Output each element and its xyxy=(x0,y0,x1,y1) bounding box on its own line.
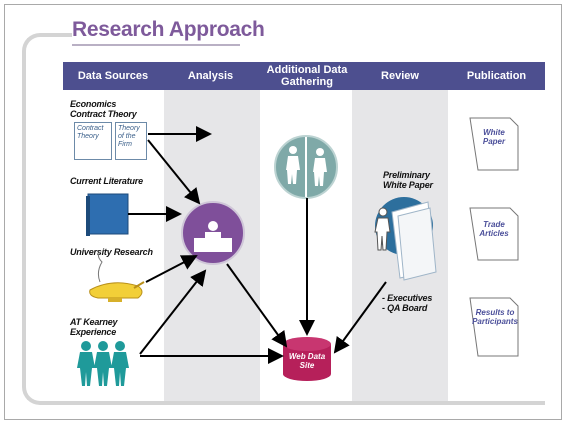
title-underline xyxy=(72,44,240,46)
data-gathering-icon xyxy=(274,135,338,199)
publication-documents xyxy=(469,117,519,357)
book-icon xyxy=(86,193,129,236)
decorative-bracket-bottom xyxy=(60,401,545,405)
source-theory-firm-box: Theory of the Firm xyxy=(115,122,147,160)
col-header-analysis: Analysis xyxy=(187,70,234,82)
analysis-icon xyxy=(181,201,245,265)
publication-white-paper: White Paper xyxy=(482,128,506,146)
source-contract-theory-box: Contract Theory xyxy=(74,122,112,160)
review-reviewers-label: - Executives - QA Board xyxy=(382,293,433,313)
database-icon xyxy=(283,337,331,381)
people-group-icon xyxy=(77,341,129,386)
col-header-data-sources: Data Sources xyxy=(77,70,149,82)
source-university-label: University Research xyxy=(70,247,153,257)
source-economics-label: Economics Contract Theory xyxy=(70,99,137,119)
col-header-additional-data-gathering: Additional Data Gathering xyxy=(266,64,348,88)
publication-results: Results to Participants xyxy=(472,308,518,326)
slide-title: Research Approach xyxy=(72,18,265,41)
database-label: Web Data Site xyxy=(288,352,326,370)
review-icon xyxy=(374,197,437,281)
review-paper-label: Preliminary White Paper xyxy=(383,170,433,190)
column-header-bar xyxy=(63,62,545,90)
lamp-icon xyxy=(89,251,145,302)
source-literature-label: Current Literature xyxy=(70,176,143,186)
col-header-review: Review xyxy=(381,70,419,82)
decorative-bracket xyxy=(22,33,72,405)
publication-trade-articles: Trade Articles xyxy=(479,220,509,238)
source-experience-label: AT Kearney Experience xyxy=(70,317,118,337)
col-header-publication: Publication xyxy=(466,70,527,82)
flow-arrows xyxy=(128,126,387,364)
